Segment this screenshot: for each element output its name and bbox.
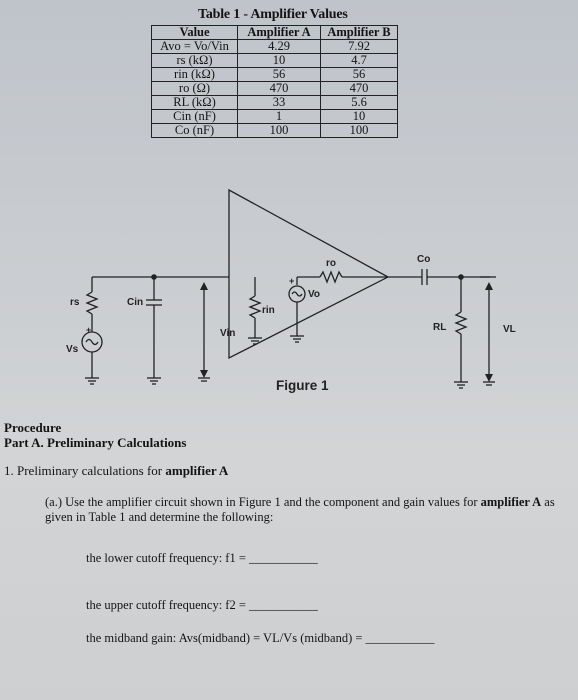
- rl-resistor: [454, 311, 468, 335]
- procedure-heading: Procedure: [4, 420, 62, 435]
- amplifier-circuit-figure: rs Vs + Cin Vin rin ro Vo + Co RL VL Fig…: [66, 188, 516, 393]
- rin-resistor: [248, 295, 262, 319]
- midband-gain-question: the midband gain: Avs(midband) = VL/Vs (…: [86, 631, 435, 645]
- item-1-text: 1. Preliminary calculations for amplifie…: [4, 463, 229, 478]
- rs-label: rs: [70, 297, 80, 308]
- table-cell: Amplifier A: [237, 25, 321, 40]
- rin-label: rin: [262, 305, 275, 316]
- part-a-heading: Part A. Preliminary Calculations: [4, 435, 187, 450]
- vo-label: Vo: [308, 289, 320, 300]
- svg-text:+: +: [289, 276, 294, 286]
- table-cell: 7.92: [320, 39, 398, 54]
- vs-label: Vs: [66, 344, 79, 355]
- table-cell: 100: [237, 123, 321, 138]
- vin-label: Vin: [220, 328, 235, 339]
- figure-caption: Figure 1: [276, 378, 329, 393]
- cin-label: Cin: [127, 297, 143, 308]
- lower-cutoff-question: the lower cutoff frequency: f1 = _______…: [86, 551, 318, 565]
- upper-cutoff-question: the upper cutoff frequency: f2 = _______…: [86, 598, 318, 612]
- co-label: Co: [417, 254, 430, 265]
- ro-label: ro: [326, 258, 336, 269]
- table-cell: 470: [320, 81, 398, 96]
- rl-label: RL: [433, 322, 446, 333]
- amplifier-triangle: [228, 188, 390, 360]
- table-title: Table 1 - Amplifier Values: [198, 7, 348, 22]
- instruction-paragraph: (a.) Use the amplifier circuit shown in …: [45, 495, 555, 524]
- table-cell: Amplifier B: [320, 25, 398, 40]
- vl-label: VL: [503, 324, 516, 335]
- svg-text:+: +: [86, 325, 91, 335]
- ro-resistor: [319, 270, 343, 284]
- rs-resistor: [85, 291, 99, 315]
- table-cell: Co (nF): [151, 123, 238, 138]
- table-cell: 10: [237, 53, 321, 68]
- table-cell: 100: [320, 123, 398, 138]
